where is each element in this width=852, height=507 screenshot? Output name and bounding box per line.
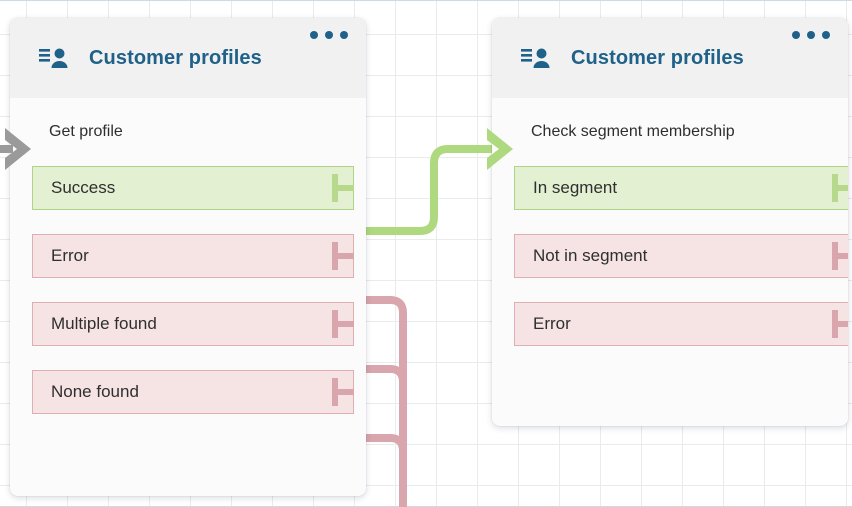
output-port-not-in-segment[interactable]: Not in segment — [514, 234, 848, 278]
port-connector-stub-icon[interactable] — [832, 242, 848, 270]
contact-card-person-icon — [39, 47, 69, 69]
node-card-check-segment-membership[interactable]: Customer profiles Check segment membersh… — [492, 18, 848, 426]
node-title: Customer profiles — [571, 46, 744, 69]
node-header[interactable]: Customer profiles — [492, 18, 848, 98]
contact-card-person-icon — [521, 47, 551, 69]
port-connector-stub-icon[interactable] — [332, 378, 354, 406]
node-output-ports: Success Error Multiple found None found — [10, 166, 366, 440]
wire-success-to-check-segment — [352, 145, 503, 235]
node-output-ports: In segment Not in segment Error — [492, 166, 848, 372]
port-connector-stub-icon[interactable] — [332, 174, 354, 202]
output-port-none-found[interactable]: None found — [32, 370, 354, 414]
port-connector-stub-icon[interactable] — [832, 174, 848, 202]
node-action-label: Check segment membership — [531, 123, 735, 140]
output-port-label: In segment — [533, 178, 618, 197]
node-card-get-profile[interactable]: Customer profiles Get profile Success Er… — [10, 18, 366, 496]
output-port-success[interactable]: Success — [32, 166, 354, 210]
output-port-label: Not in segment — [533, 246, 648, 265]
node-header[interactable]: Customer profiles — [10, 18, 366, 98]
output-port-label: None found — [51, 382, 139, 401]
output-port-label: Error — [51, 246, 89, 265]
node-title: Customer profiles — [89, 46, 262, 69]
port-connector-stub-icon[interactable] — [332, 310, 354, 338]
port-connector-stub-icon[interactable] — [832, 310, 848, 338]
node-action-label: Get profile — [49, 123, 123, 140]
output-port-label: Success — [51, 178, 116, 197]
port-connector-stub-icon[interactable] — [332, 242, 354, 270]
output-port-label: Multiple found — [51, 314, 157, 333]
output-port-error[interactable]: Error — [514, 302, 848, 346]
output-port-error[interactable]: Error — [32, 234, 354, 278]
output-port-label: Error — [533, 314, 571, 333]
output-port-in-segment[interactable]: In segment — [514, 166, 848, 210]
output-port-multiple-found[interactable]: Multiple found — [32, 302, 354, 346]
kebab-menu-icon[interactable] — [792, 31, 830, 39]
kebab-menu-icon[interactable] — [310, 31, 348, 39]
canvas-top-rule — [0, 0, 852, 1]
